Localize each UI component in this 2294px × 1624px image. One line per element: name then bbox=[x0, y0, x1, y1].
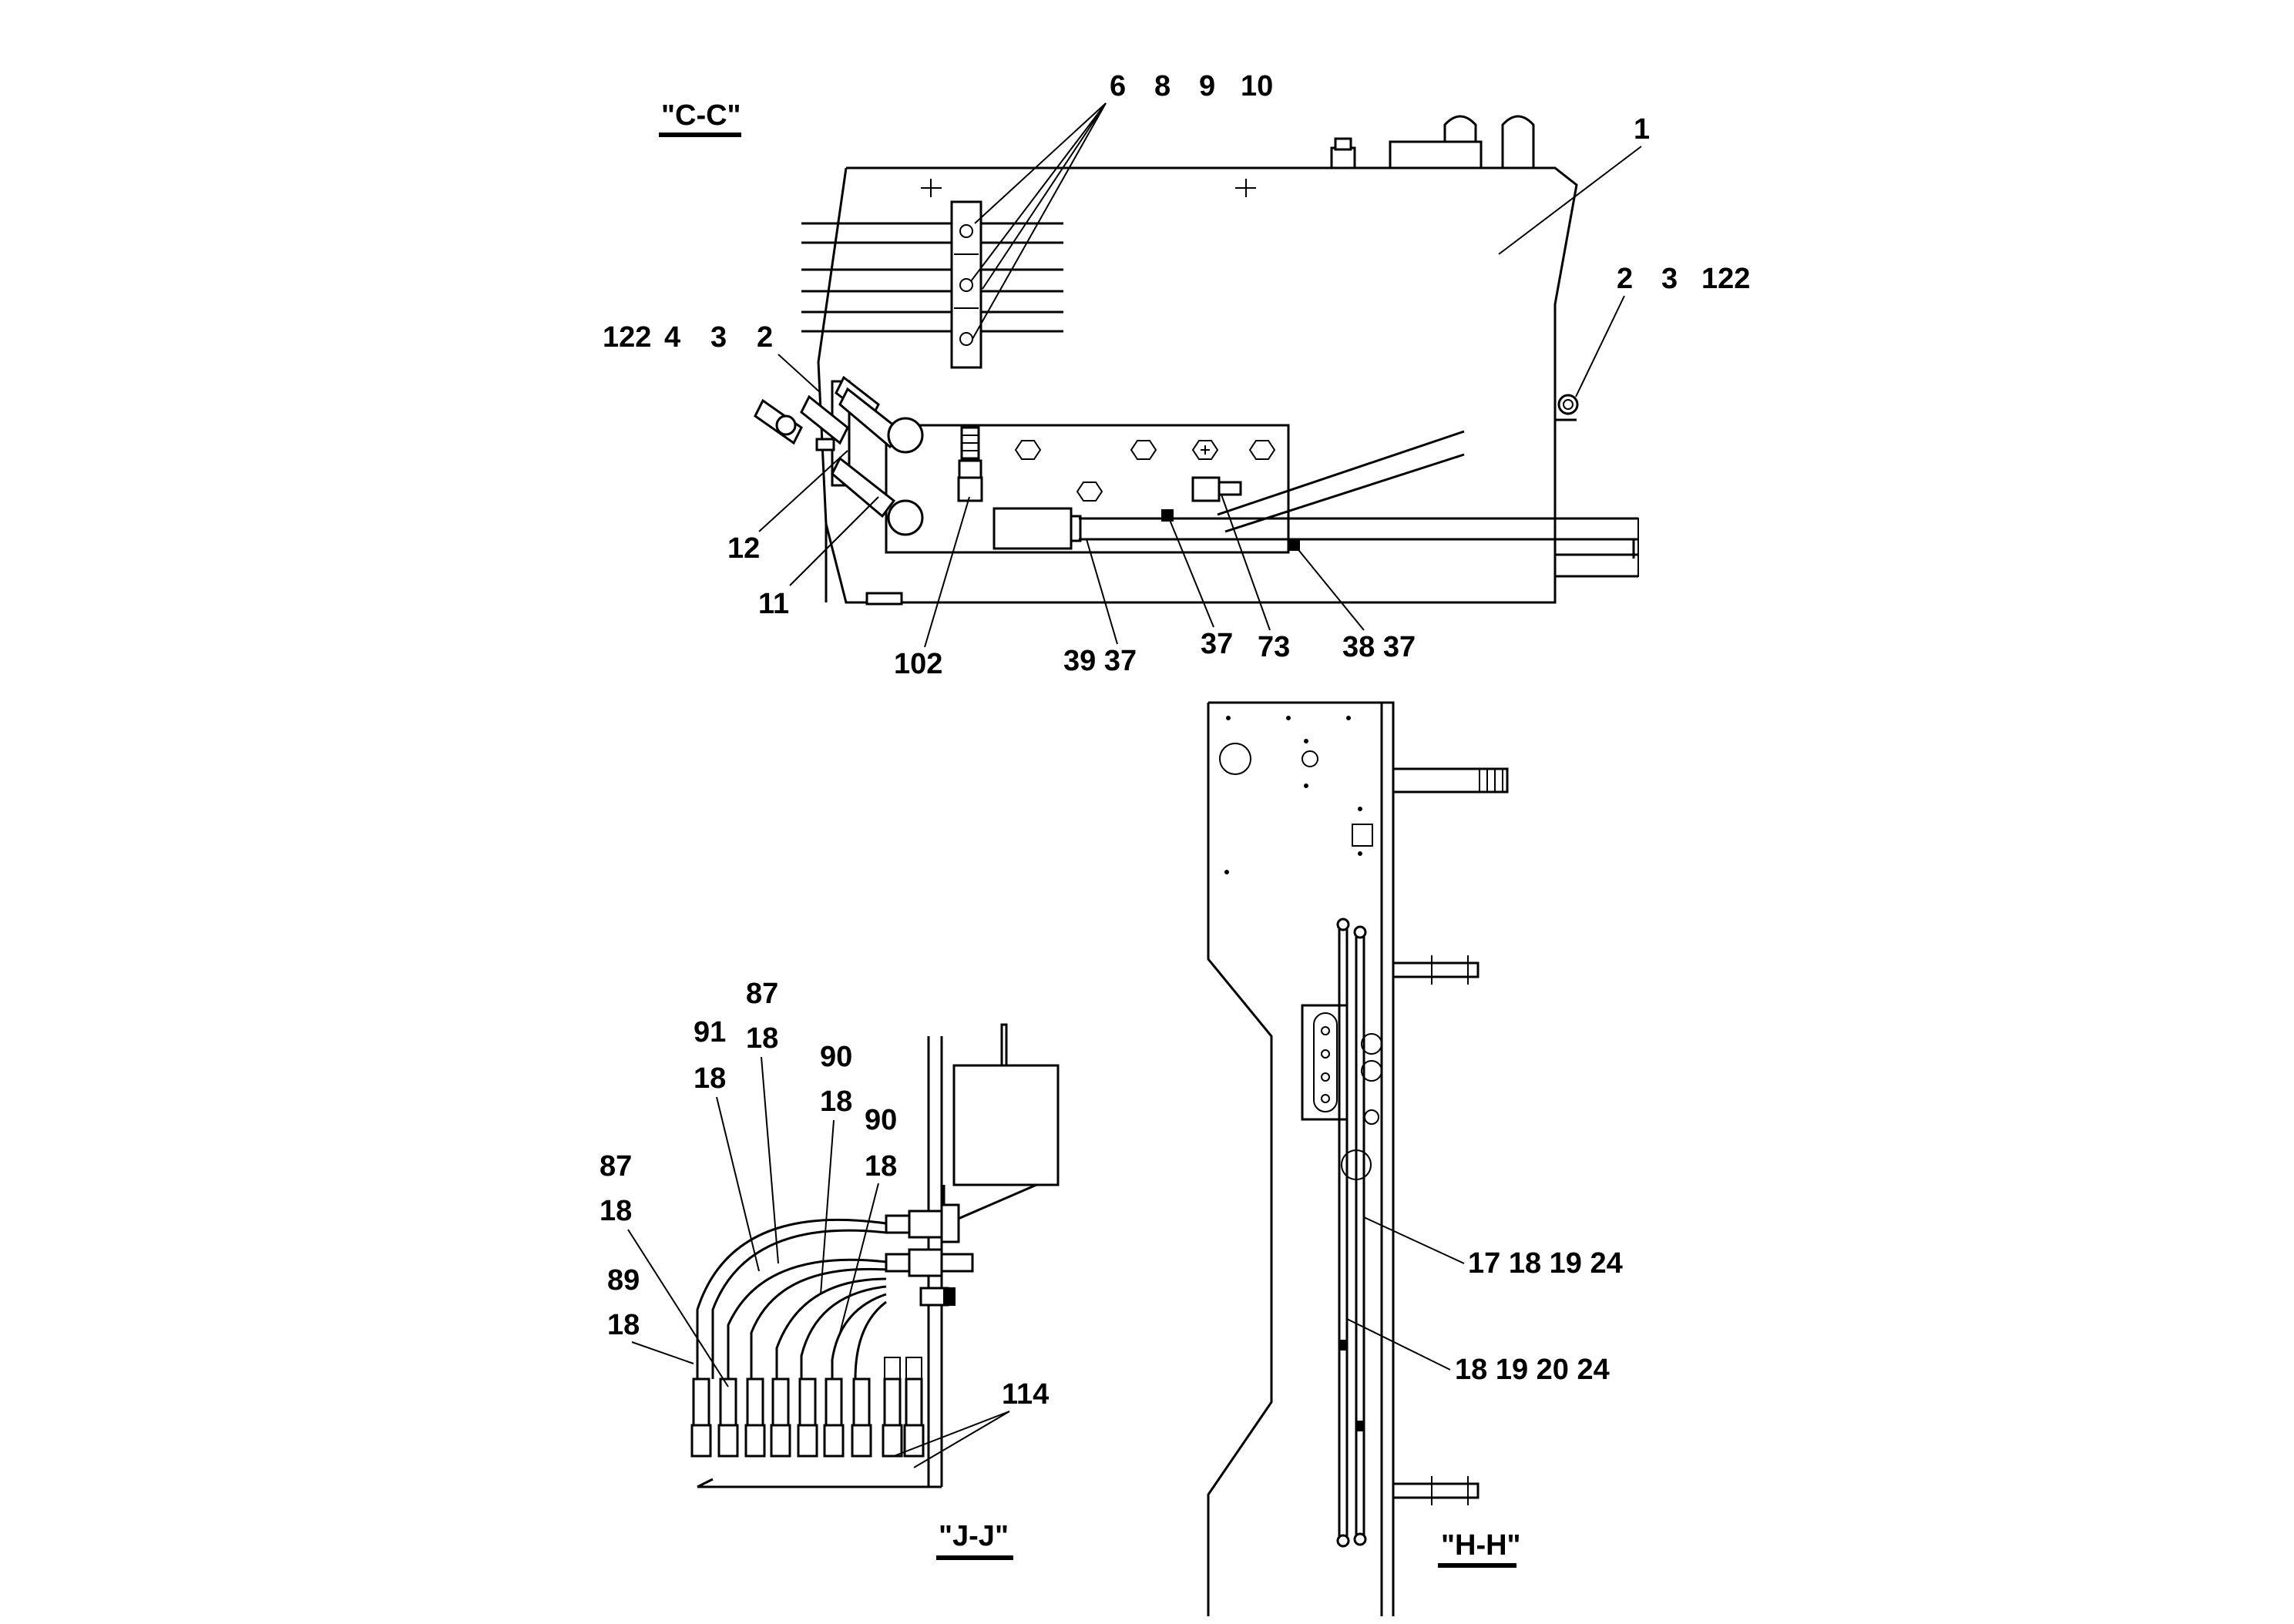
callout-label: 37 bbox=[1201, 628, 1233, 660]
callout-label: 9 bbox=[1199, 70, 1215, 102]
callout-label: 17 18 19 24 bbox=[1468, 1247, 1623, 1280]
callout-label: 122 bbox=[1701, 263, 1750, 295]
filter-housing bbox=[992, 507, 1082, 550]
pressure-switch bbox=[957, 426, 983, 502]
callout-label: 18 bbox=[607, 1309, 640, 1341]
callout-label: 18 bbox=[600, 1195, 632, 1227]
callout-label: 18 19 20 24 bbox=[1455, 1354, 1610, 1386]
view-hh: "H-H" bbox=[1207, 701, 1623, 1616]
elbow-fitting bbox=[1161, 476, 1300, 551]
callout-label: 73 bbox=[1258, 631, 1290, 663]
callout-label: 1 bbox=[1634, 113, 1650, 146]
hydraulic-hoses bbox=[696, 1218, 887, 1380]
left-valve-assembly bbox=[754, 375, 924, 606]
callout-label: 4 bbox=[664, 321, 680, 354]
hose-bundle bbox=[801, 222, 1063, 333]
callout-label: 87 bbox=[600, 1150, 632, 1183]
hose-clamp bbox=[950, 200, 982, 369]
view-cc: "C-C" bbox=[603, 70, 1750, 680]
callout-label: 39 37 bbox=[1063, 645, 1137, 677]
junction-box bbox=[952, 1064, 1060, 1186]
callout-label: 10 bbox=[1241, 70, 1273, 102]
side-plate-outline bbox=[1208, 701, 1395, 1616]
view-hh-title: "H-H" bbox=[1441, 1529, 1521, 1562]
callout-label: 12 bbox=[727, 532, 760, 565]
callout-label: 18 bbox=[746, 1022, 778, 1055]
callout-label: 90 bbox=[820, 1041, 852, 1073]
view-cc-title: "C-C" bbox=[661, 99, 741, 132]
view-cc-leaders bbox=[758, 102, 1642, 648]
callout-label: 122 bbox=[603, 321, 651, 354]
top-fittings bbox=[1330, 115, 1535, 169]
breather-fitting bbox=[1557, 394, 1579, 415]
callout-label: 90 bbox=[865, 1104, 897, 1136]
view-jj-title: "J-J" bbox=[939, 1520, 1009, 1552]
callout-label: 8 bbox=[1154, 70, 1171, 102]
hydraulic-tubes bbox=[1336, 918, 1367, 1548]
bulkhead-fittings bbox=[885, 1203, 974, 1307]
callout-label: 3 bbox=[1661, 263, 1678, 295]
view-jj-leaders bbox=[627, 1056, 1010, 1468]
callout-label: 11 bbox=[758, 588, 789, 620]
callout-label: 18 bbox=[865, 1150, 897, 1183]
hex-bolts bbox=[1014, 440, 1276, 502]
crosshair-marks bbox=[921, 179, 1256, 197]
callout-label: 38 37 bbox=[1342, 631, 1416, 663]
mounting-studs bbox=[1392, 767, 1509, 1505]
callout-label: 102 bbox=[894, 648, 942, 680]
view-hh-leaders bbox=[1346, 1216, 1465, 1371]
callout-label: 18 bbox=[694, 1062, 726, 1095]
callout-label: 6 bbox=[1110, 70, 1126, 102]
callout-label: 89 bbox=[607, 1264, 640, 1297]
callout-label: 87 bbox=[746, 978, 778, 1010]
view-cc-callouts: 6 8 9 10 1 2 3 122 122 4 3 2 12 11 102 3… bbox=[603, 70, 1750, 680]
hose-end-fittings bbox=[690, 1357, 925, 1458]
view-jj: "J-J" bbox=[600, 978, 1060, 1560]
callout-label: 2 bbox=[757, 321, 773, 354]
callout-label: 91 bbox=[694, 1016, 726, 1049]
callout-label: 2 bbox=[1617, 263, 1633, 295]
callout-label: 18 bbox=[820, 1085, 852, 1118]
callout-label: 114 bbox=[1002, 1378, 1049, 1411]
view-jj-callouts: 87 91 18 18 90 18 90 18 87 18 89 18 114 bbox=[600, 978, 1049, 1411]
callout-label: 3 bbox=[710, 321, 727, 354]
view-hh-callouts: 17 18 19 24 18 19 20 24 bbox=[1455, 1247, 1623, 1386]
